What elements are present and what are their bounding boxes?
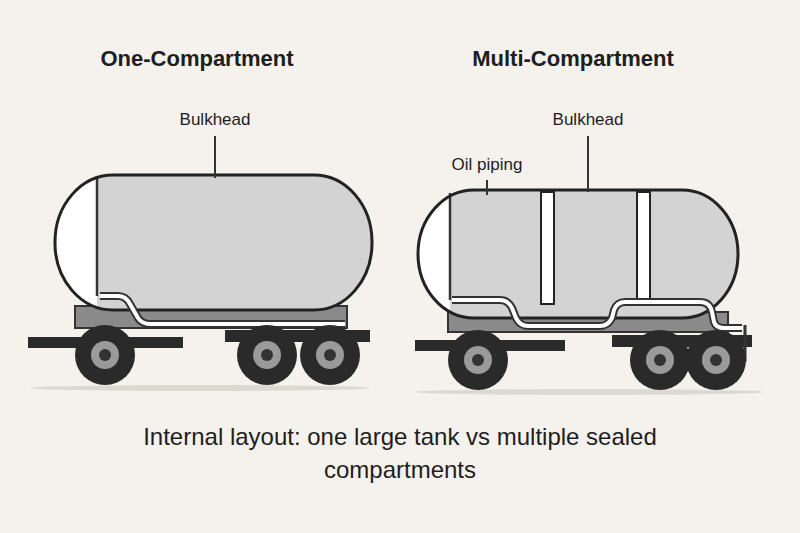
one-compartment-tanker: [28, 136, 387, 385]
part-label: Oil piping: [450, 155, 525, 175]
section-heading: Multi-Compartment: [472, 46, 674, 72]
multi-compartment-tanker: [415, 136, 752, 390]
part-label: Bulkhead: [551, 110, 626, 130]
caption: Internal layout: one large tank vs multi…: [120, 420, 680, 486]
wheel: [75, 325, 360, 385]
section-heading-wrap: One-Compartment: [100, 46, 293, 72]
wheel: [448, 330, 746, 390]
part-label: Bulkhead: [178, 110, 253, 130]
caption-wrap: Internal layout: one large tank vs multi…: [120, 420, 680, 486]
section-heading: One-Compartment: [100, 46, 293, 72]
part-label-wrap: Bulkhead: [551, 110, 626, 130]
section-heading-wrap: Multi-Compartment: [472, 46, 674, 72]
part-label-wrap: Oil piping: [450, 155, 525, 175]
part-label-wrap: Bulkhead: [178, 110, 253, 130]
